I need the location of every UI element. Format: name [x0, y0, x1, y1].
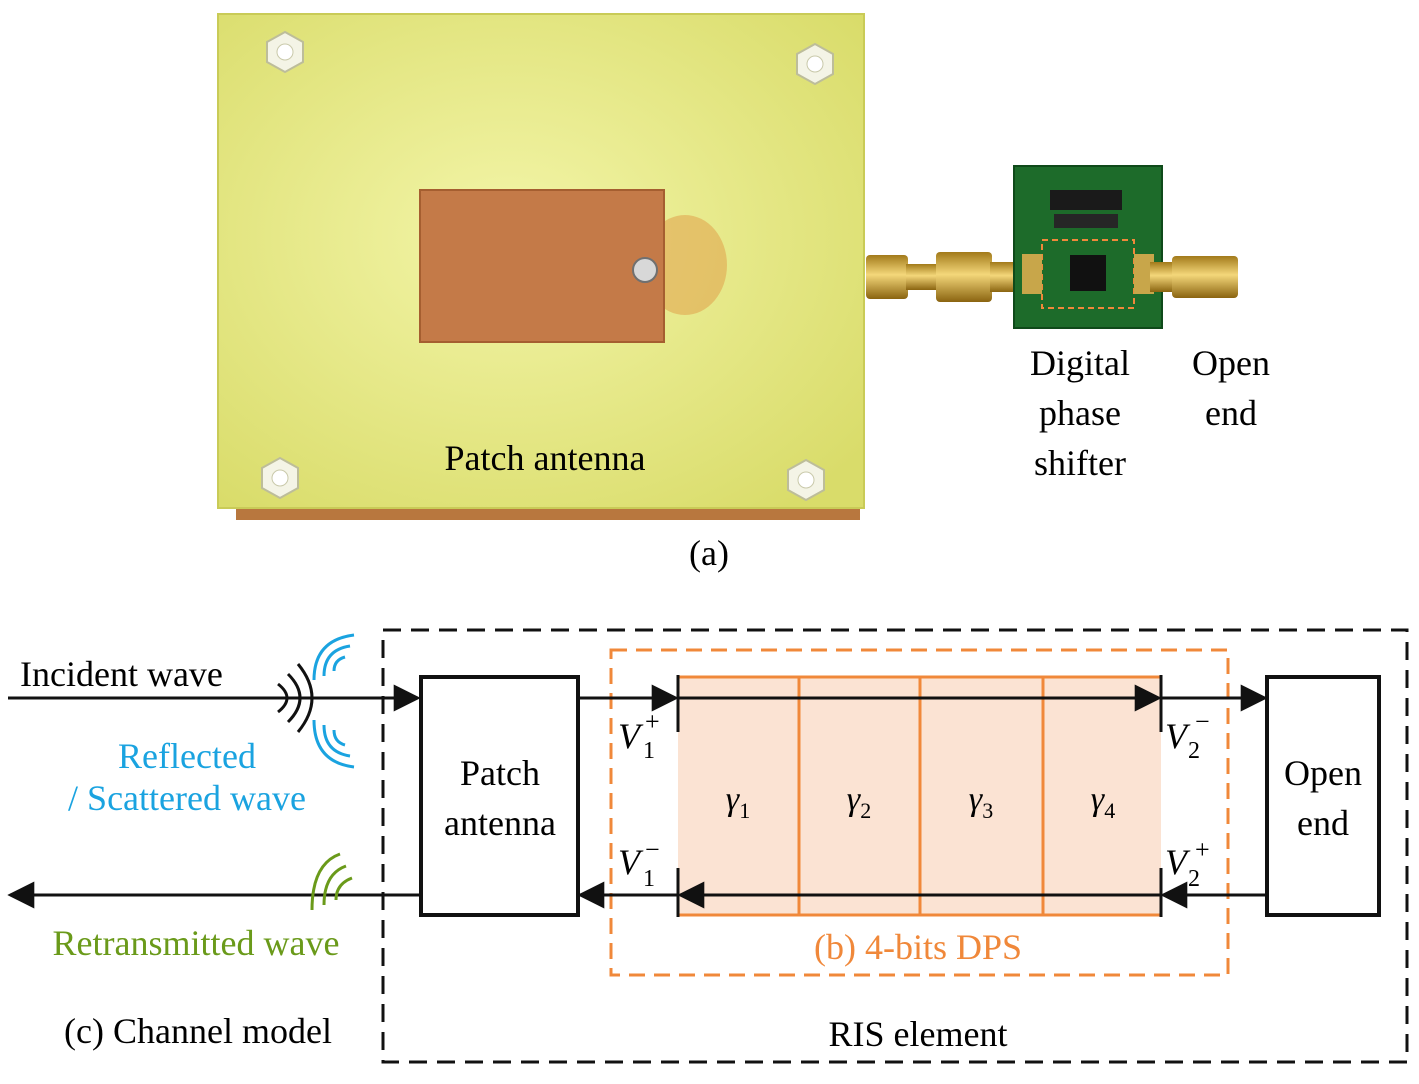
feed-solder [632, 257, 658, 283]
open-block-label-1: Open [1284, 753, 1362, 793]
screw-icon [787, 458, 825, 502]
gamma-3: γ3 [969, 781, 993, 823]
screw-icon [266, 30, 304, 74]
phase-shifter-label-1: Digital [1030, 343, 1130, 383]
ris-element-caption: RIS element [829, 1014, 1008, 1054]
port-v2-plus-label: V 2 + [1165, 835, 1210, 892]
reflected-wave-icon-bottom [312, 719, 355, 769]
ris-element-box [381, 628, 1409, 1064]
svg-text:V: V [618, 842, 644, 882]
open-end-photo-label-1: Open [1192, 343, 1270, 383]
dps-caption: (b) 4-bits DPS [814, 927, 1022, 967]
incident-wave-icon [277, 663, 314, 733]
channel-diagram: Incident wave Reflected / Scattered wave… [7, 628, 1409, 1064]
svg-text:V: V [618, 716, 644, 756]
incident-wave-label: Incident wave [20, 654, 223, 694]
svg-text:V: V [1165, 716, 1191, 756]
sma-connector [866, 252, 1020, 302]
gamma-2: γ2 [847, 781, 871, 823]
retransmitted-wave-icon [310, 852, 353, 911]
reflected-wave-label-2: / Scattered wave [68, 778, 306, 818]
gamma-4: γ4 [1091, 781, 1115, 823]
reflected-wave-icon-top [312, 633, 355, 681]
svg-text:−: − [1195, 707, 1210, 736]
svg-text:1: 1 [643, 738, 655, 764]
port-v1-minus-label: V 1 − [618, 835, 660, 892]
patch-antenna-block [419, 675, 580, 917]
svg-text:2: 2 [1188, 738, 1200, 764]
screw-icon [796, 42, 834, 86]
open-end-photo-label-2: end [1205, 393, 1257, 433]
svg-text:1: 1 [643, 866, 655, 892]
svg-text:V: V [1165, 842, 1191, 882]
svg-text:+: + [1195, 835, 1210, 864]
copper-patch [419, 189, 665, 343]
reflected-wave-label-1: Reflected [118, 736, 256, 776]
sma-open-end [1150, 256, 1238, 298]
photo-panel: Patch antenna Digital phase shifter Open… [217, 13, 1270, 573]
screw-icon [261, 456, 299, 500]
svg-text:2: 2 [1188, 866, 1200, 892]
phase-shifter-label-2: phase [1039, 393, 1121, 433]
patch-block-label-1: Patch [460, 753, 540, 793]
phase-shifter-label-3: shifter [1034, 443, 1126, 483]
retransmitted-wave-label: Retransmitted wave [53, 923, 340, 963]
patch-antenna-photo-label: Patch antenna [445, 438, 646, 478]
phase-shifter-pcb [1013, 165, 1163, 329]
channel-model-caption: (c) Channel model [64, 1011, 332, 1051]
svg-text:+: + [645, 707, 660, 736]
svg-text:−: − [645, 835, 660, 864]
caption-a: (a) [689, 533, 729, 573]
open-block-label-2: end [1297, 803, 1349, 843]
gamma-1: γ1 [726, 781, 750, 823]
port-v1-plus-label: V 1 + [618, 707, 660, 764]
open-end-block [1265, 675, 1381, 917]
patch-block-label-2: antenna [444, 803, 556, 843]
dps-box [609, 648, 1230, 977]
port-v2-minus-label: V 2 − [1165, 707, 1210, 764]
